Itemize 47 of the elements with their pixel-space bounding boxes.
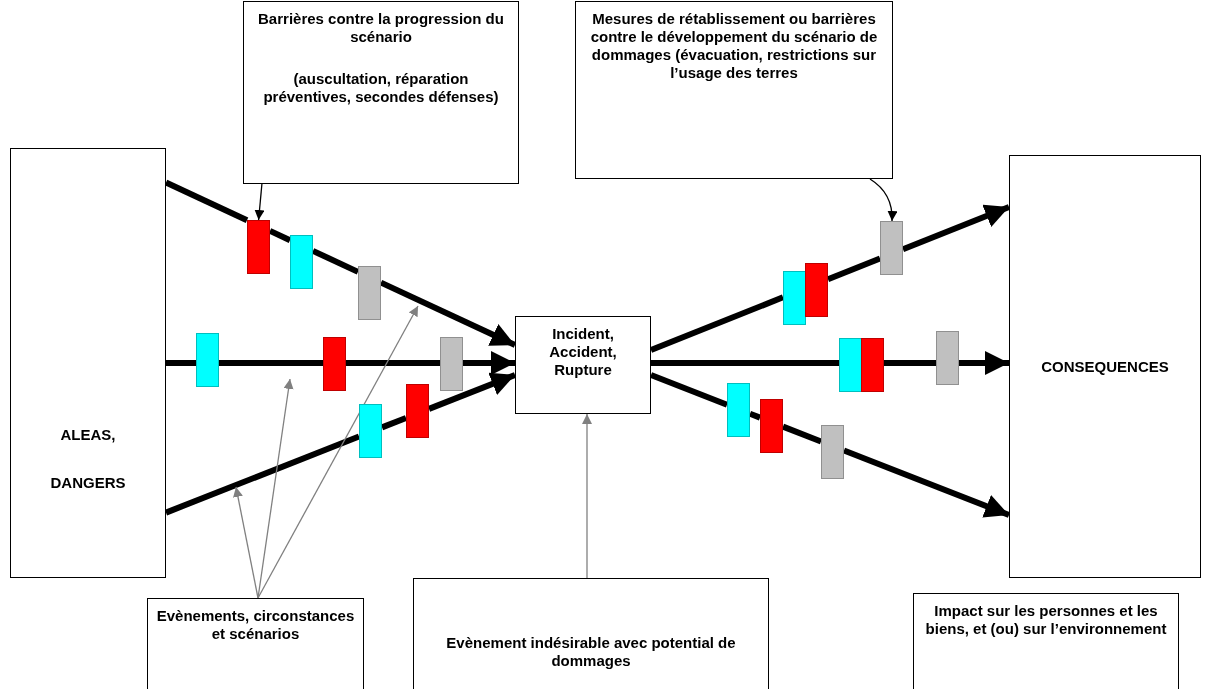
box-text: Evènements, circonstances et scénarios [156, 607, 355, 643]
leader-line [257, 305, 419, 599]
arrow [959, 351, 1009, 375]
box-text: Incident, Accident, Rupture [548, 325, 618, 379]
box-text: Evènement indésirable avec potential de dommages [445, 634, 737, 670]
barrier-bar [727, 383, 750, 437]
box-text: Barrières contre la progression du scénario [257, 10, 505, 46]
leader-line [869, 178, 898, 222]
barrier-bar [290, 235, 313, 289]
arrow [901, 204, 1011, 253]
box-text: Impact sur les personnes et les biens, et (ou) sur l’environnement [924, 602, 1168, 638]
barrier-bar [861, 338, 884, 392]
arrow [427, 372, 517, 412]
box-text: Mesures de rétablissement ou barrières contre le développement du scénario de dommages (évacuation, restrictions sur l’usage des terres [589, 10, 879, 82]
arrow [842, 447, 1011, 518]
barrier-bar [821, 425, 844, 479]
leader-line [233, 486, 259, 599]
barrier-bar [196, 333, 219, 387]
barrier-bar [839, 338, 862, 392]
barrier-bar [880, 221, 903, 275]
barrier-bar [359, 404, 382, 458]
leader-line [257, 378, 294, 599]
barrier-bar [936, 331, 959, 385]
leader-line [254, 183, 265, 221]
callout-box [243, 1, 519, 184]
barrier-bar [440, 337, 463, 391]
event-box [515, 316, 651, 414]
callout-box [575, 1, 893, 179]
box-text: CONSEQUENCES [1041, 357, 1169, 376]
box-text: DANGERS [50, 474, 126, 492]
callout-box [913, 593, 1179, 689]
barrier-bar [783, 271, 806, 325]
box-text: ALEAS, [60, 426, 116, 444]
arrow [379, 279, 517, 348]
callout-box [147, 598, 364, 689]
callout-box [413, 578, 769, 689]
box-text: (auscultation, réparation préventives, secondes défenses) [262, 70, 500, 106]
arrow [463, 351, 515, 375]
barrier-bar [805, 263, 828, 317]
barrier-bar [323, 337, 346, 391]
barrier-bar [247, 220, 270, 274]
barrier-bar [358, 266, 381, 320]
barrier-bar [406, 384, 429, 438]
barrier-bar [760, 399, 783, 453]
leader-line [582, 413, 592, 579]
consequence-box [1009, 155, 1201, 578]
hazard-box [10, 148, 166, 578]
